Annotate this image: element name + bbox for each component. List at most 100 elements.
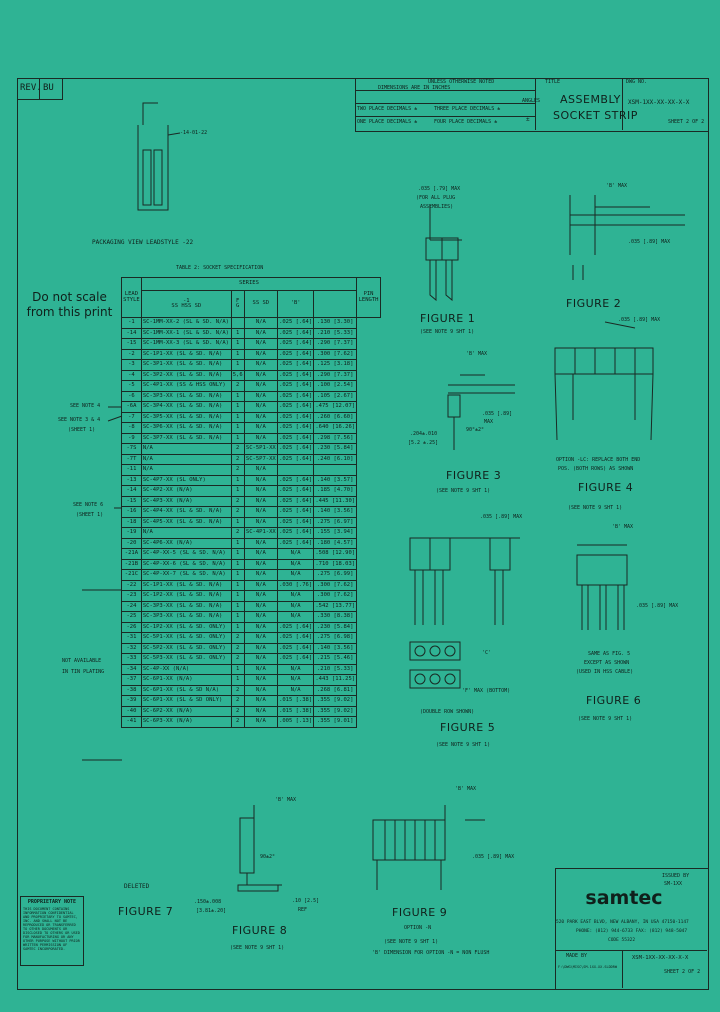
table-cell: N/A — [243, 516, 278, 528]
packaging-view-drawing — [137, 102, 181, 211]
table-cell-length: .443 [11.25] — [313, 674, 358, 686]
fig6-same2: EXCEPT AS SHOWN — [584, 660, 630, 666]
table-cell: 1 — [230, 390, 245, 402]
footer-dwg-no: XSM-1XX-XX-XX-X-X — [632, 955, 689, 961]
sheet-1-a: (SHEET 1) — [68, 427, 96, 433]
table-cell: -33 — [121, 653, 142, 665]
rev-value: BU — [43, 83, 54, 93]
table-cell: 1 — [230, 600, 245, 612]
table-cell: -34 — [121, 663, 142, 675]
fig9-opt: OPTION -N — [404, 925, 432, 931]
table-cell: 5,6 — [230, 369, 245, 381]
revision-block — [17, 78, 63, 100]
table-cell: SC-4P-XX-7 (SL & SD. N/A) — [140, 569, 232, 581]
table-cell-length: .210 [5.33] — [313, 327, 358, 339]
table-cell: -8 — [121, 422, 142, 434]
company-block — [555, 868, 709, 990]
footer-sheet: SHEET 2 OF 2 — [664, 969, 701, 975]
table-cell: SC-3P3-XX (SL & SD. N/A) — [140, 611, 232, 623]
table-cell: 2 — [230, 495, 245, 507]
fig6-same1: SAME AS FIG. 5 — [588, 651, 631, 657]
table-cell: SC-6P1-XX (SL & SD N/A) — [140, 684, 232, 696]
made-by: MADE BY — [566, 953, 588, 959]
table-cell: 2 — [230, 695, 245, 707]
table-cell: -13 — [121, 474, 142, 486]
table-cell: N/A — [243, 411, 278, 423]
table-cell: N/A — [243, 380, 278, 392]
table-cell: 1 — [230, 663, 245, 675]
fig8-note: (SEE NOTE 9 SHT 1) — [230, 945, 285, 951]
table-cell: -31 — [121, 632, 142, 644]
table-cell-length — [313, 464, 358, 476]
table-cell: 1 — [230, 485, 245, 497]
table-cell: -39 — [121, 695, 142, 707]
table-cell: -1 — [121, 317, 142, 329]
table-cell: N/A — [243, 674, 278, 686]
table-cell: 1 — [230, 516, 245, 528]
fig8-d1: .150±.008 — [194, 899, 222, 905]
company-address: 520 PARK EAST BLVD, NEW ALBANY, IN USA 4… — [556, 920, 689, 925]
figure-9-drawing — [372, 805, 485, 890]
table-cell: -38 — [121, 684, 142, 696]
fig8-d2: [3.81±.20] — [196, 908, 227, 914]
table-cell: -14 — [121, 327, 142, 339]
table-cell: -25 — [121, 611, 142, 623]
table-cell: .025 [.64] — [276, 642, 315, 654]
table-cell: .005 [.13] — [276, 716, 315, 728]
table-cell: SC-3P3-XX (SL & SD. N/A) — [140, 600, 232, 612]
table-cell: N/A — [243, 485, 278, 497]
table-cell: SC-4P-XX-5 (SL & SD. N/A) — [140, 548, 232, 560]
table-cell-length: .140 [3.57] — [313, 474, 358, 486]
table-cell: .025 [.64] — [276, 495, 315, 507]
table-cell-length: .140 [3.56] — [313, 642, 358, 654]
revision-divider — [39, 78, 40, 99]
fig3-note: (SEE NOTE 9 SHT 1) — [436, 488, 491, 494]
table-cell — [276, 464, 315, 476]
table-cell: -18 — [121, 516, 142, 528]
table-cell: .025 [.64] — [276, 474, 315, 486]
table-cell: 2 — [230, 632, 245, 644]
tolerance-header: UNLESS OTHERWISE NOTED — [428, 79, 495, 85]
table-cell: N/A — [243, 579, 278, 591]
table-cell: -22 — [121, 579, 142, 591]
table-cell: SC-5P1-XX (SL & SD. ONLY) — [140, 632, 232, 644]
table-cell: -7T — [121, 453, 142, 465]
table-cell: .025 [.64] — [276, 390, 315, 402]
title-line-1: ASSEMBLY — [560, 93, 621, 106]
table-cell-length: .275 [6.97] — [313, 516, 358, 528]
table-cell-length: .230 [5.84] — [313, 621, 358, 633]
table-cell: .015 [.38] — [276, 705, 315, 717]
figure-8-label: FIGURE 8 — [232, 924, 288, 937]
four-place: FOUR PLACE DECIMALS ± — [434, 119, 498, 125]
table-cell: .025 [.64] — [276, 621, 315, 633]
table-cell: N/A — [243, 464, 278, 476]
table-cell: SC-4P-XX (N/A) — [140, 663, 232, 675]
table-cell: 1 — [230, 401, 245, 413]
table-cell: 2 — [230, 453, 245, 465]
table-cell: 2 — [230, 716, 245, 728]
table-cell: N/A — [243, 548, 278, 560]
dimensions-line: DIMENSIONS ARE IN INCHES — [378, 85, 451, 91]
table-cell: 2 — [230, 443, 245, 455]
table-cell: N/A — [243, 338, 278, 350]
table-cell: 2 — [230, 464, 245, 476]
table-cell: N/A — [243, 432, 278, 444]
figure-4-label: FIGURE 4 — [578, 481, 634, 494]
table-cell: N/A — [243, 558, 278, 570]
table-cell: -32 — [121, 642, 142, 654]
sheet-1-b: (SHEET 1) — [76, 512, 104, 518]
table-cell: N/A — [243, 317, 278, 329]
table-cell: -11 — [121, 464, 142, 476]
table-cell: -7 — [121, 411, 142, 423]
table-cell: N/A — [276, 590, 315, 602]
fig1-note: (SEE NOTE 9 SHT 1) — [420, 329, 475, 335]
